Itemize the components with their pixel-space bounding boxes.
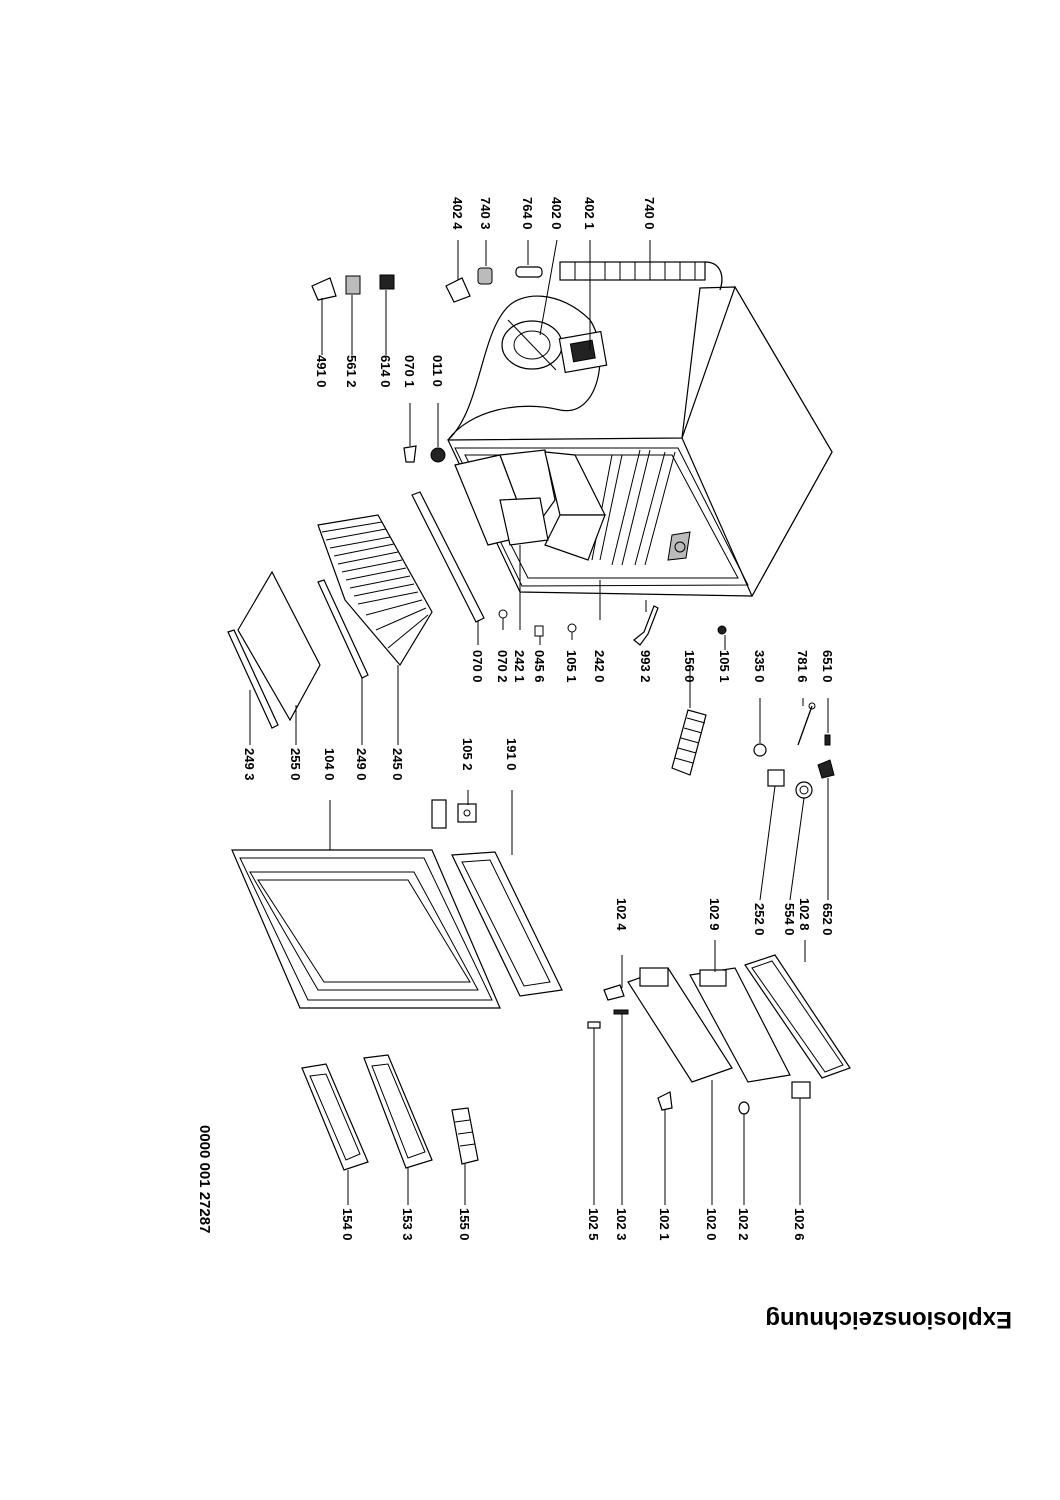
label-614-0: 614 0 [378,355,393,388]
label-402-0: 402 0 [549,197,564,230]
part-993-2 [633,605,659,646]
label-740-3: 740 3 [478,197,493,230]
bin-153-3 [363,1054,433,1169]
label-070-0: 070 0 [470,650,485,683]
freezer-door-102-0 [627,967,733,1083]
part-102-3 [613,1009,629,1015]
part-242-1 [498,609,508,619]
label-045-6: 045 6 [532,650,547,683]
glass-shelf-255-0 [237,570,321,722]
label-242-1: 242 1 [512,650,527,683]
gasket-102-8 [744,954,851,1079]
label-491-0: 491 0 [314,355,329,388]
label-651-0: 651 0 [820,650,835,683]
label-104-0: 104 0 [322,748,337,781]
part-614-0 [379,274,395,290]
door-frame-191-0 [451,851,563,997]
part-105-1b [567,623,577,633]
label-155-0: 155 0 [457,1208,472,1241]
part-491-0 [311,277,337,301]
label-070-1: 070 1 [402,355,417,388]
part-102-4 [603,984,625,1001]
door-104-0 [231,849,501,1009]
part-102-6 [791,1081,811,1099]
label-102-4: 102 4 [614,898,629,931]
leader-lines [249,239,829,1205]
label-245-0: 245 0 [390,748,405,781]
document-number: 0000 001 27287 [196,1125,213,1233]
bar-070-0 [411,491,485,623]
label-156-0: 156 0 [682,650,697,683]
label-740-0: 740 0 [642,197,657,230]
condenser-740-0 [559,261,723,291]
part-070-1 [403,445,417,463]
label-242-0: 242 0 [592,650,607,683]
label-102-0: 102 0 [704,1208,719,1241]
hinge-105-2 [431,799,477,829]
part-554-0 [795,781,813,799]
part-011-0 [430,447,446,463]
label-561-2: 561 2 [344,355,359,388]
filter-dryer-764-0 [515,266,543,278]
part-102-1 [657,1091,673,1111]
label-154-0: 154 0 [340,1208,355,1241]
label-764-0: 764 0 [520,197,535,230]
label-554-0: 554 0 [782,903,797,936]
capillary-740-3 [477,267,493,285]
part-102-5 [587,1021,601,1029]
label-102-1: 102 1 [657,1208,672,1241]
label-652-0: 652 0 [820,903,835,936]
strip-249-3 [227,629,279,729]
label-252-0: 252 0 [752,903,767,936]
freezer-back-102-9 [689,967,791,1083]
bin-155-0 [451,1107,479,1165]
label-249-3: 249 3 [242,748,257,781]
label-191-0: 191 0 [504,738,519,771]
label-781-6: 781 6 [795,650,810,683]
label-105-1-upper: 105 1 [717,650,732,683]
label-105-1-lower: 105 1 [564,650,579,683]
label-102-6: 102 6 [792,1208,807,1241]
diagram-title: Explosionszeichnung [765,1306,1012,1333]
part-651-0 [824,734,831,746]
strip-249-0 [317,579,369,679]
bin-154-0 [301,1063,369,1171]
label-102-2: 102 2 [736,1208,751,1241]
part-105-1a [717,625,727,635]
label-402-1: 402 1 [582,197,597,230]
part-102-2 [738,1101,750,1115]
clamp-402-4 [445,277,471,303]
part-156-0 [671,709,707,776]
cabinet-body [447,285,833,598]
label-249-0: 249 0 [354,748,369,781]
part-labels: 740 0 402 1 402 0 764 0 740 3 402 4 011 … [242,197,835,1241]
part-045-6 [534,625,544,637]
part-781-6 [797,702,816,746]
label-993-2: 993 2 [638,650,653,683]
part-561-2 [345,275,361,295]
label-102-5: 102 5 [586,1208,601,1241]
label-102-3: 102 3 [614,1208,629,1241]
part-335-0 [753,743,767,757]
label-105-2: 105 2 [460,738,475,771]
label-255-0: 255 0 [288,748,303,781]
label-102-9: 102 9 [707,898,722,931]
label-335-0: 335 0 [752,650,767,683]
label-070-2: 070 2 [495,650,510,683]
label-011-0: 011 0 [430,355,445,387]
label-402-4: 402 4 [450,197,465,230]
label-153-3: 153 3 [400,1208,415,1241]
wire-shelf-245-0 [317,514,433,667]
label-102-8: 102 8 [797,898,812,931]
part-652-0 [817,759,835,779]
part-252-0 [767,769,785,787]
